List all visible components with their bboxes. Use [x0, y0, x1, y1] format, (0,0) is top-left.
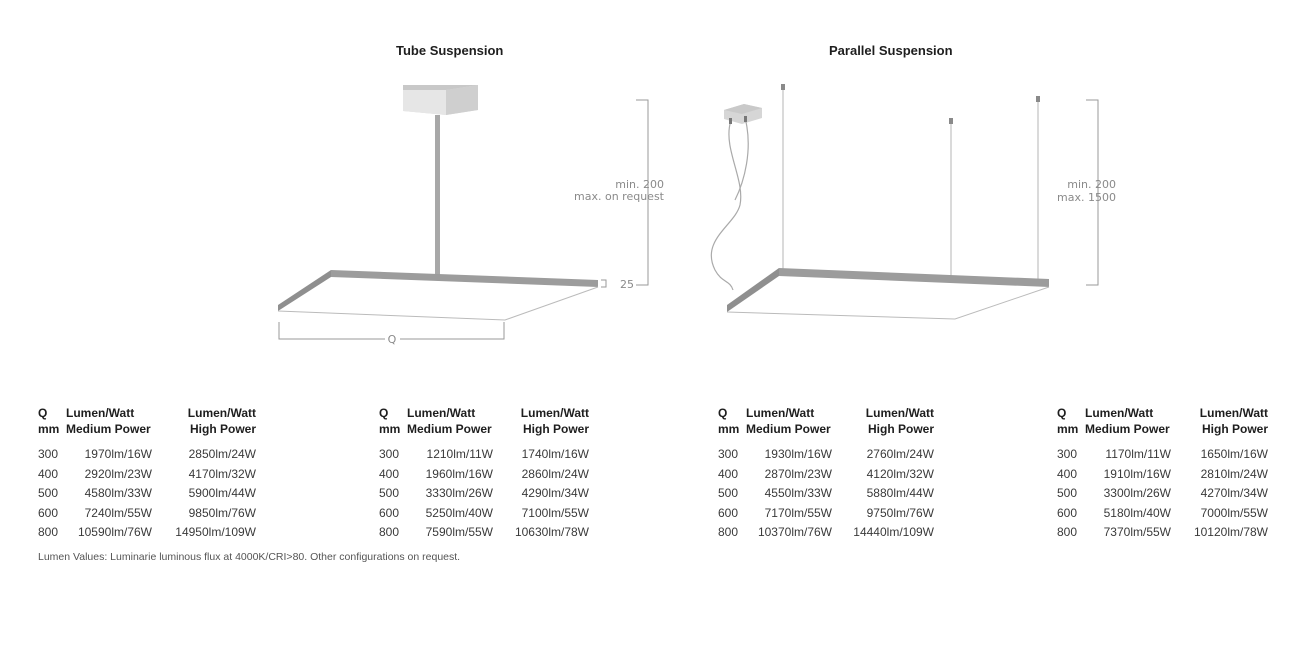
tube-thickness-label: 25	[620, 278, 634, 291]
tube-frame-back	[331, 270, 598, 287]
tube-height-max: max. on request	[574, 190, 665, 203]
parallel-height-min: min. 200	[1067, 178, 1116, 191]
tube-suspension-drawing: min. 200 max. on request 25 Q	[277, 85, 665, 346]
tube-height-min: min. 200	[615, 178, 664, 191]
tube-width-dimension-left	[278, 322, 385, 340]
suspension-tube	[435, 115, 440, 275]
tube-height-dimension	[636, 99, 649, 286]
lumen-footnote: Lumen Values: Luminarie luminous flux at…	[38, 551, 461, 563]
technical-drawings: min. 200 max. on request 25 Q min. 200 m…	[277, 84, 1116, 346]
parallel-frame-left	[727, 268, 779, 312]
power-cable	[710, 123, 742, 291]
parallel-frame-back	[779, 268, 1049, 287]
parallel-suspension-title: Parallel Suspension	[829, 43, 953, 58]
tube-width-dimension-right	[400, 322, 505, 340]
tube-frame-front	[277, 286, 599, 321]
tube-thickness-dimension	[601, 279, 607, 288]
parallel-height-max: max. 1500	[1057, 191, 1116, 204]
parallel-height-dimension	[1086, 99, 1099, 286]
parallel-frame-front	[726, 286, 1050, 320]
tube-suspension-title: Tube Suspension	[396, 43, 504, 58]
parallel-suspension-drawing: min. 200 max. 1500	[710, 84, 1116, 320]
tube-frame-left	[278, 270, 331, 311]
tube-width-label: Q	[388, 333, 397, 346]
